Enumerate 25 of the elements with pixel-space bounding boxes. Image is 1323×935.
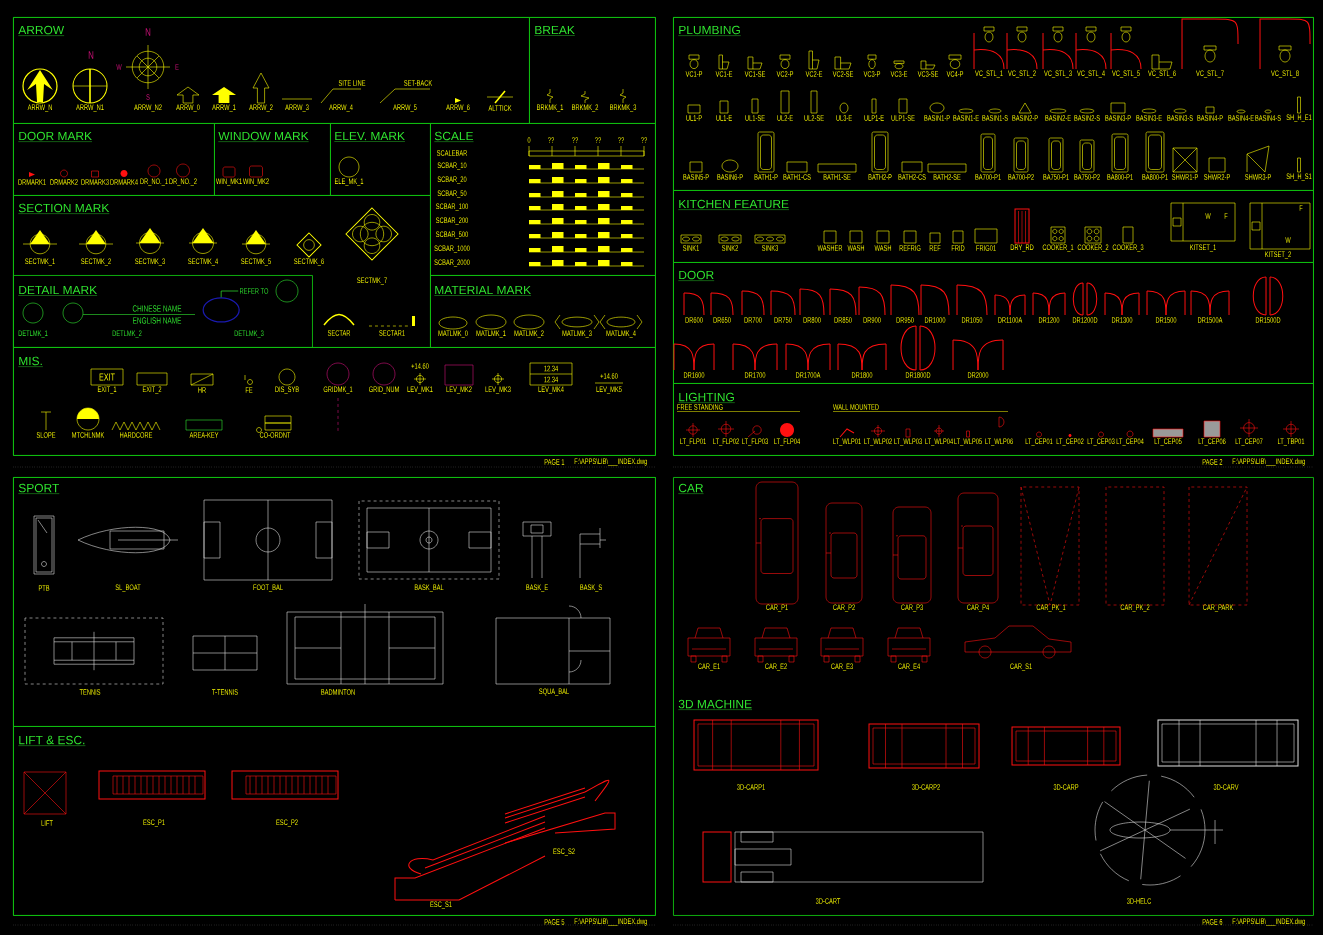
symbol-text: CHINESE NAME: [132, 305, 182, 312]
section-heading: SECTION MARK: [18, 203, 110, 214]
section-heading: DOOR: [678, 270, 715, 281]
section-heading: PLUMBING: [678, 25, 741, 36]
compass-letter: N: [145, 28, 151, 36]
leader-line: [220, 290, 239, 298]
section-heading: DOOR MARK: [18, 131, 93, 142]
section-heading: WINDOW MARK: [218, 131, 309, 142]
symbol-text: ENGLISH NAME: [133, 317, 182, 324]
compass-letter: N: [88, 51, 94, 59]
section-heading: BREAK: [534, 25, 576, 36]
oval-symbol: [202, 297, 240, 323]
section-heading: SCALE: [434, 131, 474, 142]
section-heading: LIGHTING: [678, 392, 735, 403]
section-heading: SPORT: [18, 483, 60, 494]
section-heading: 3D MACHINE: [678, 699, 753, 710]
section-heading: MATERIAL MARK: [434, 285, 532, 296]
section-heading: ELEV. MARK: [334, 131, 406, 142]
section-heading: MIS.: [18, 356, 44, 367]
symbol-text: EXIT: [99, 373, 115, 381]
section-heading: CAR: [678, 483, 704, 494]
section-heading: LIFT & ESC.: [18, 735, 86, 746]
section-heading: ARROW: [18, 25, 65, 36]
section-heading: KITCHEN FEATURE: [678, 199, 790, 210]
section-heading: DETAIL MARK: [18, 285, 98, 296]
